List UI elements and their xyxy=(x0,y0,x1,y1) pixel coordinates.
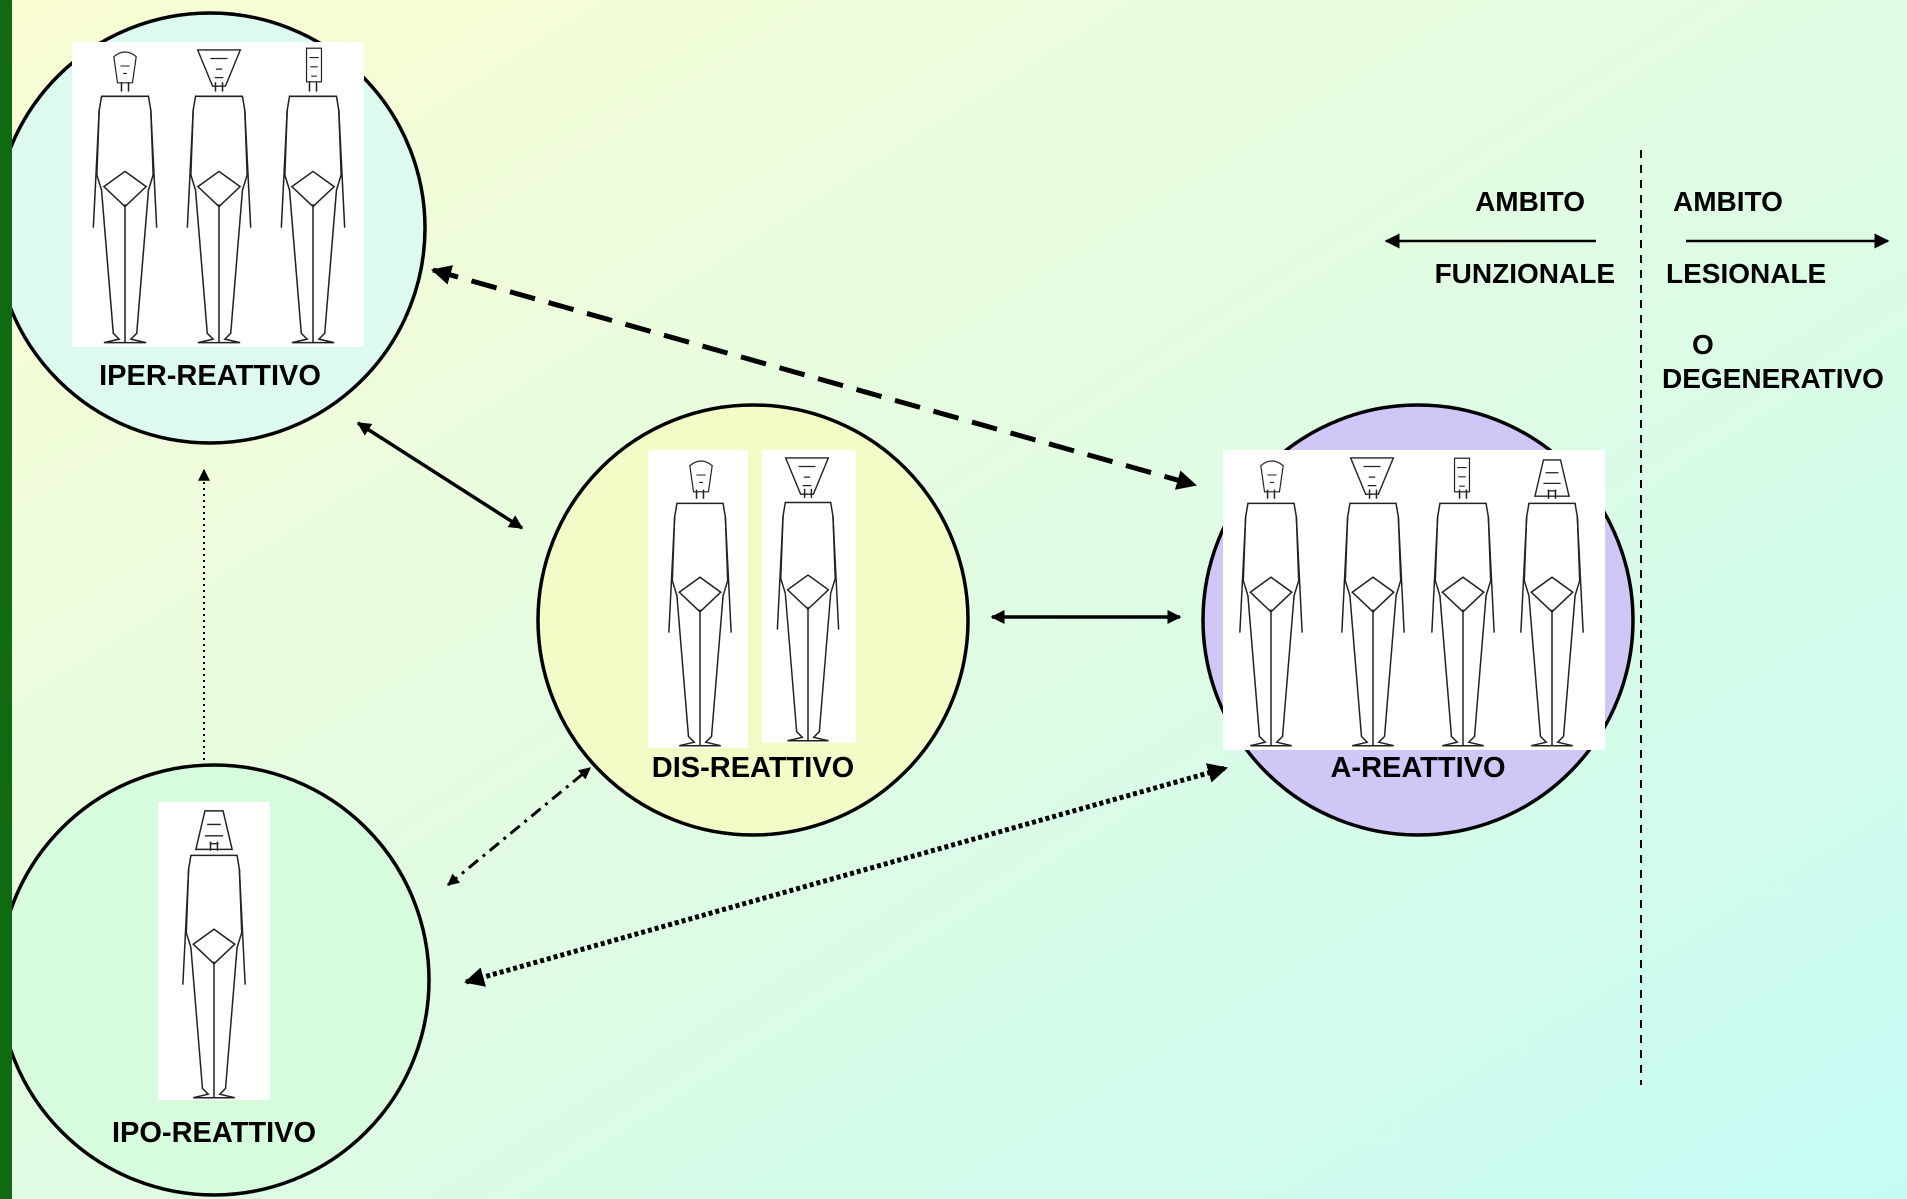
legend-left-bottom: FUNZIONALE xyxy=(1435,258,1615,289)
dis-label: DIS-REATTIVO xyxy=(652,752,854,784)
legend-right-extra-1: O xyxy=(1692,329,1714,360)
a-figure-panel xyxy=(1223,450,1605,750)
left-accent-bar xyxy=(0,0,12,1199)
node-ipo: IPO-REATTIVO xyxy=(0,765,429,1195)
node-dis: DIS-REATTIVO xyxy=(538,405,968,835)
node-a: A-REATTIVO xyxy=(1203,405,1633,835)
node-iper: IPER-REATTIVO xyxy=(0,13,425,443)
dis-figure-panel-1 xyxy=(648,450,748,748)
iper-figure-panel xyxy=(72,42,364,347)
iper-label: IPER-REATTIVO xyxy=(99,360,321,392)
legend-right-extra-2: DEGENERATIVO xyxy=(1662,363,1884,394)
a-label: A-REATTIVO xyxy=(1330,752,1505,784)
ipo-label: IPO-REATTIVO xyxy=(112,1117,316,1149)
legend-right-bottom: LESIONALE xyxy=(1666,258,1826,289)
legend-left-top: AMBITO xyxy=(1475,186,1585,217)
legend-right-top: AMBITO xyxy=(1673,186,1783,217)
